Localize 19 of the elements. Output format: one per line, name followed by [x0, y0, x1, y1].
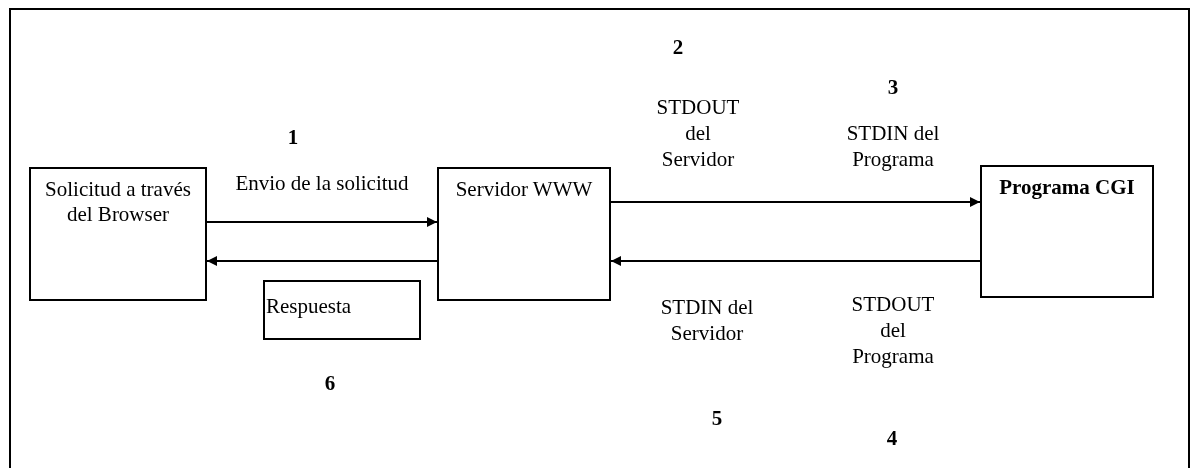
arrow [610, 256, 981, 266]
server-box: Servidor WWW [437, 167, 611, 301]
step-number: 2 [672, 34, 684, 60]
response-box: Respuesta [263, 280, 421, 340]
step-number: 6 [324, 370, 336, 396]
arrow [206, 217, 438, 227]
arrow [610, 197, 981, 207]
data-stream-label: STDIN del Programa [845, 120, 941, 172]
data-stream-label: STDOUT del Servidor [655, 94, 741, 172]
step-number: 5 [711, 405, 723, 431]
program-box: Programa CGI [980, 165, 1154, 298]
step-number: 4 [886, 425, 898, 451]
request-box: Solicitud a través del Browser [29, 167, 207, 301]
data-stream-label: STDIN del Servidor [659, 294, 755, 346]
step-number: 3 [887, 74, 899, 100]
arrow [206, 256, 438, 266]
step-number: 1 [287, 124, 299, 150]
edge-label: Envio de la solicitud [235, 170, 409, 196]
data-stream-label: STDOUT del Programa [850, 291, 936, 369]
